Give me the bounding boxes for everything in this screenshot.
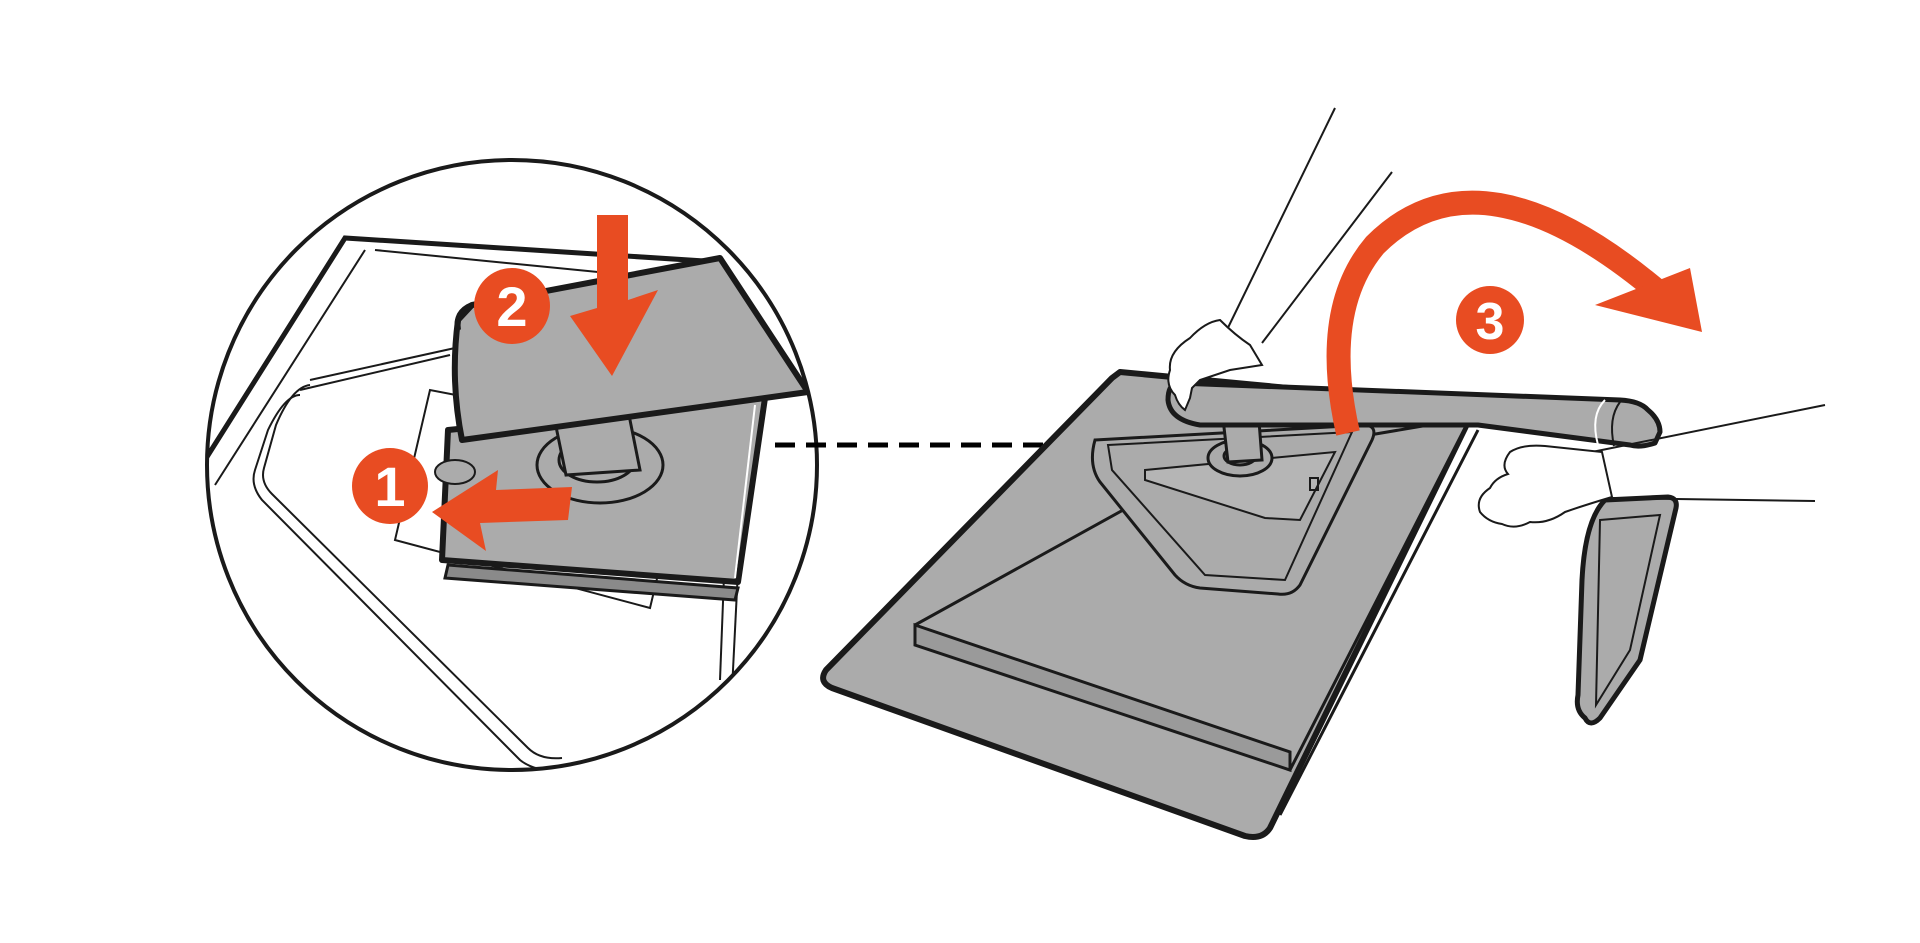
- press-down-arrow: [570, 215, 658, 376]
- stand-assembly: [1165, 380, 1679, 726]
- right-hand: [1477, 404, 1826, 528]
- monitor-main-view: 3: [820, 107, 1826, 840]
- zoom-detail-view: 2 1: [205, 158, 819, 772]
- monitor-body: [820, 369, 1480, 840]
- step-2-number: 2: [496, 275, 527, 338]
- step-1-number: 1: [374, 455, 405, 518]
- slide-in-arrow: [432, 470, 572, 551]
- flip-upright-arrow-curve: [1326, 190, 1670, 436]
- left-hand: [1167, 107, 1393, 412]
- step-2-badge: 2: [474, 268, 550, 344]
- step-1-badge: 1: [352, 448, 428, 524]
- flip-upright-arrowhead: [1595, 268, 1702, 332]
- step-3-badge: 3: [1456, 286, 1524, 354]
- step-3-number: 3: [1476, 293, 1505, 351]
